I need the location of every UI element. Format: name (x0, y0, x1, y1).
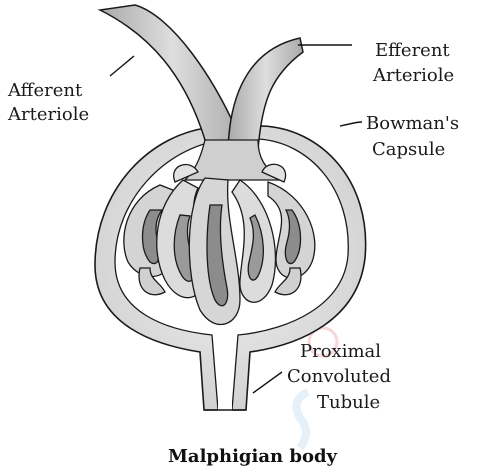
afferent-arteriole (100, 5, 245, 150)
efferent-label-line-2: Arteriole (372, 65, 454, 86)
bowman-label-line-2: Capsule (372, 139, 445, 160)
tubule-label-line-3: Tubule (317, 392, 380, 413)
afferent-label-line-2: Arteriole (7, 104, 89, 125)
leader-tubule (253, 372, 282, 393)
tubule-label-line-2: Convoluted (287, 366, 391, 387)
bowman-label-line-1: Bowman's (366, 113, 459, 134)
efferent-label-line-1: Efferent (375, 40, 450, 61)
afferent-label-line-1: Afferent (7, 80, 83, 101)
leader-bowman (340, 122, 362, 126)
leader-afferent (110, 56, 134, 76)
figure-title: Malphigian body (168, 446, 338, 467)
tubule-label-line-1: Proximal (300, 341, 381, 362)
